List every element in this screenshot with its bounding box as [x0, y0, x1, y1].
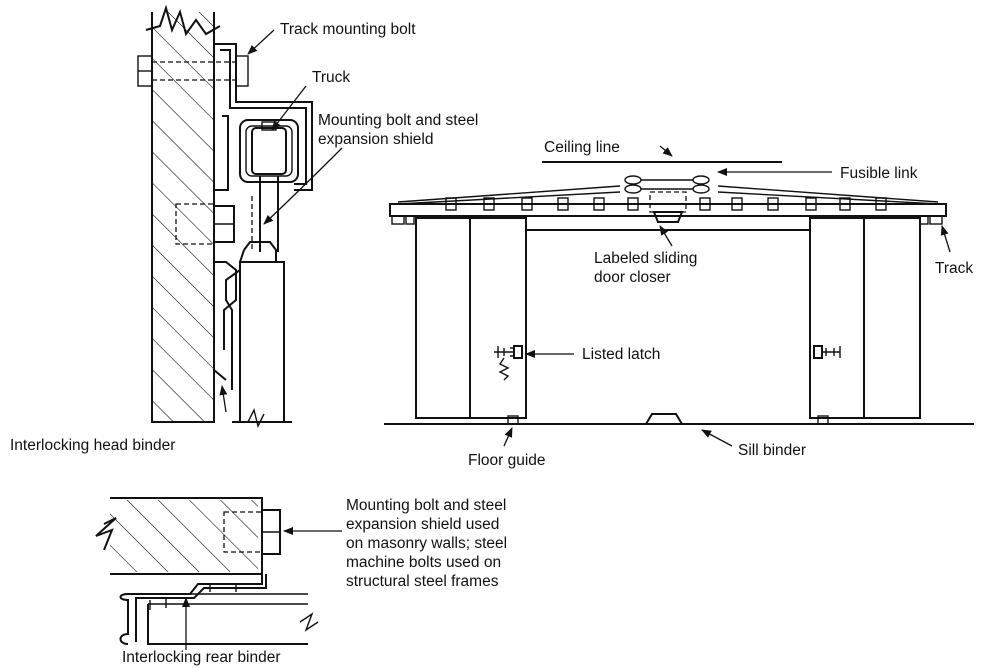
label-mounting-bolt-2: expansion shield	[318, 131, 433, 148]
head-section-detail	[137, 4, 313, 429]
leader-arrows	[182, 29, 951, 650]
rear-binder-angles	[119, 574, 319, 645]
label-rear-mount-3: on masonry walls; steel	[346, 535, 507, 552]
track-bracket	[214, 43, 313, 191]
masonry-wall	[145, 4, 221, 423]
label-truck: Truck	[312, 69, 350, 86]
label-floor-guide: Floor guide	[468, 452, 546, 469]
labels: Track mounting bolt Truck Mounting bolt …	[10, 21, 973, 666]
label-closer-2: door closer	[594, 269, 671, 286]
label-closer-1: Labeled sliding	[594, 250, 697, 267]
label-ceiling-line: Ceiling line	[544, 139, 620, 156]
label-rear-mount-4: machine bolts used on	[346, 554, 501, 571]
label-track: Track	[935, 260, 973, 277]
label-rear-mount-5: structural steel frames	[346, 573, 499, 590]
fusible-link-cables	[397, 175, 939, 205]
left-door-panels	[415, 217, 810, 425]
label-rear-mount-2: expansion shield used	[346, 516, 499, 533]
front-elevation	[384, 161, 974, 425]
rear-binder-detail	[95, 497, 319, 645]
label-interlocking-rear-binder: Interlocking rear binder	[122, 649, 281, 666]
label-mounting-bolt-1: Mounting bolt and steel	[318, 112, 478, 129]
label-interlocking-head-binder: Interlocking head binder	[10, 437, 175, 454]
interlocking-head-binder	[213, 261, 241, 390]
expansion-shield-bolt	[175, 196, 253, 250]
listed-latch-right	[813, 345, 841, 359]
right-door-panels	[809, 217, 921, 425]
sliding-door-closer	[649, 191, 687, 223]
label-fusible-link: Fusible link	[840, 165, 918, 182]
label-rear-mount-1: Mounting bolt and steel	[346, 497, 506, 514]
track-hangers	[445, 197, 887, 211]
sill-binder	[645, 413, 683, 425]
label-track-mounting-bolt: Track mounting bolt	[280, 21, 416, 38]
truck	[239, 119, 299, 252]
listed-latch-left	[494, 345, 523, 381]
label-listed-latch: Listed latch	[582, 346, 660, 363]
track-mounting-bolt	[137, 55, 249, 87]
rear-mounting-bolt	[223, 509, 281, 555]
track-rail	[389, 203, 947, 225]
label-sill-binder: Sill binder	[738, 442, 806, 459]
rear-wall	[95, 497, 263, 575]
door-leaf-section	[232, 241, 292, 429]
